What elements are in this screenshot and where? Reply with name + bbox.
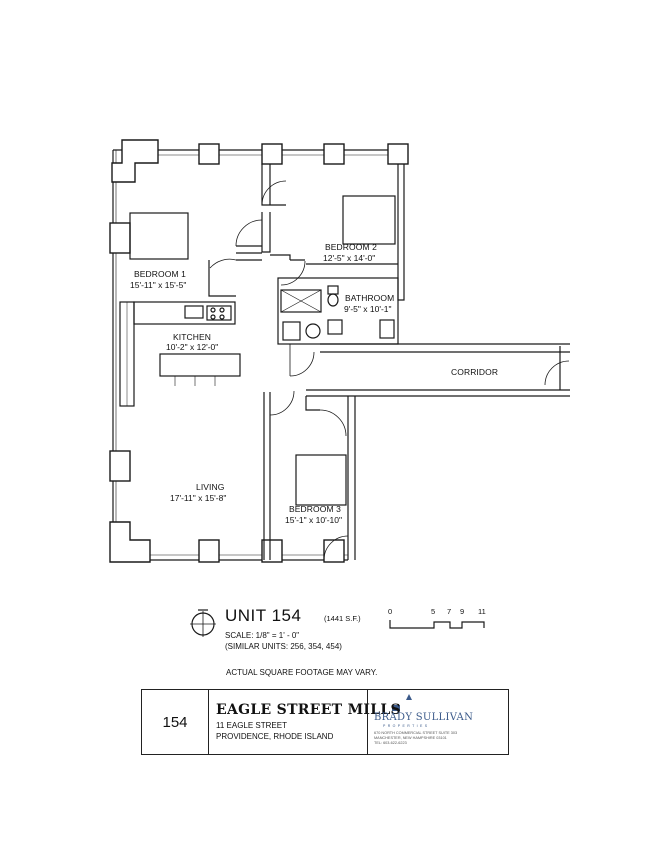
title-block: 154 EAGLE STREET MILLS 11 EAGLE STREET P…: [141, 689, 509, 755]
company-logo-text: BRADY SULLIVAN: [374, 712, 474, 723]
company-address-line1: 670 NORTH COMMERCIAL STREET SUITE 303: [374, 731, 458, 735]
bedroom-2-label: BEDROOM 2: [325, 242, 377, 252]
kitchen-label: KITCHEN: [173, 332, 212, 342]
company-logo-tag: PROPERTIES: [383, 724, 430, 728]
scale-tick: 7: [447, 607, 452, 616]
title-divider: [367, 690, 368, 754]
kitchen-dims: 10'-2" x 12'-0": [166, 342, 219, 352]
scale-tick: 11: [478, 607, 486, 616]
scale-tick: 5: [431, 607, 436, 616]
corridor-label: CORRIDOR: [451, 367, 499, 377]
exterior-wall: [112, 149, 405, 561]
bedroom-1-label: BEDROOM 1: [134, 269, 186, 279]
title-unit-number: 154: [142, 690, 209, 754]
bedroom-3-label: BEDROOM 3: [289, 504, 341, 514]
building-address-line2: PROVIDENCE, RHODE ISLAND: [216, 732, 334, 741]
scale-note: SCALE: 1/8" = 1' - 0": [225, 631, 300, 640]
bedroom-3-dims: 15'-1" x 10'-10": [285, 515, 343, 525]
scale-bar: [389, 620, 485, 629]
scale-tick: 0: [388, 607, 393, 616]
building-address-line1: 11 EAGLE STREET: [216, 721, 287, 730]
similar-units-note: (SIMILAR UNITS: 256, 354, 454): [225, 642, 342, 651]
disclaimer: ACTUAL SQUARE FOOTAGE MAY VARY.: [226, 668, 378, 677]
structural-columns: [109, 139, 409, 563]
bedroom-2-dims: 12'-5" x 14'-0": [323, 253, 376, 263]
scale-tick: 9: [460, 607, 465, 616]
unit-title: UNIT 154: [225, 606, 302, 625]
living-dims: 17'-11" x 15'-8": [170, 493, 227, 503]
company-address-line2: MANCHESTER, NEW HAMPSHIRE 03101: [374, 736, 447, 740]
company-phone: TEL: 603-622-6223: [374, 741, 407, 745]
bedroom-1-dims: 15'-11" x 15'-5": [130, 280, 187, 290]
bathroom-label: BATHROOM: [345, 293, 395, 303]
bathroom-dims: 9'-5" x 10'-1": [344, 304, 392, 314]
living-label: LIVING: [196, 482, 225, 492]
building-name: EAGLE STREET MILLS: [216, 702, 401, 718]
unit-square-footage: (1441 S.F.): [324, 614, 361, 623]
